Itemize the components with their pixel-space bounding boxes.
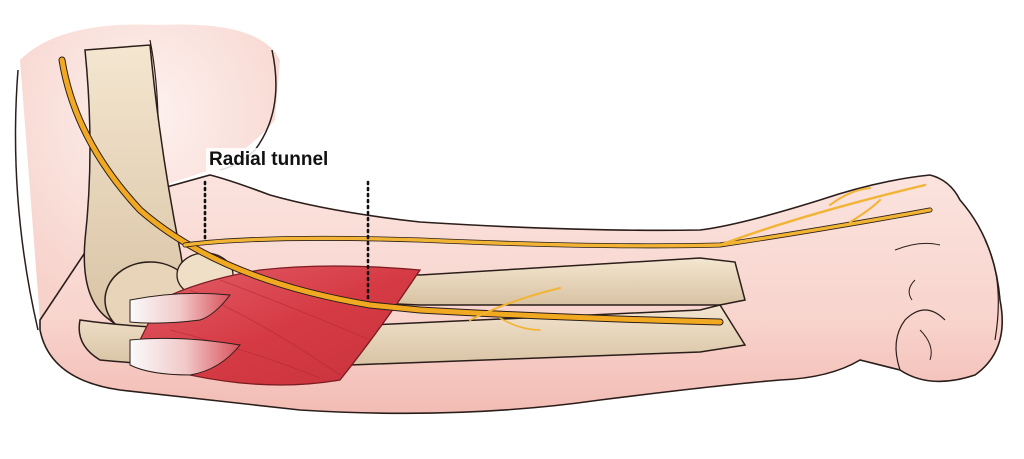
tendons [129, 292, 241, 376]
radial-tunnel-pointers [203, 180, 370, 302]
radial-nerve [58, 56, 933, 331]
radial-tunnel-label: Radial tunnel [206, 148, 332, 172]
